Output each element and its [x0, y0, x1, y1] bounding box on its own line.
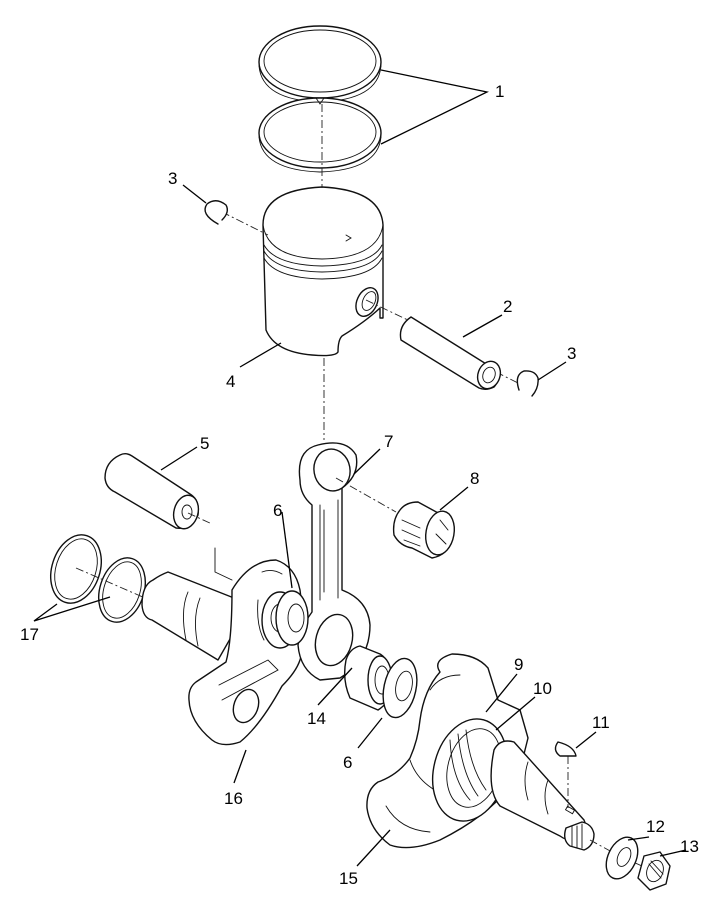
leader-6b — [357, 717, 383, 749]
leader-17 — [33, 596, 111, 622]
crank-half-left — [141, 547, 307, 746]
leader-7 — [353, 448, 381, 475]
callout-13: 13 — [680, 837, 699, 856]
callout-6a: 6 — [273, 501, 282, 520]
callout-16: 16 — [224, 789, 243, 808]
crank-pin — [104, 453, 200, 530]
leader-6a — [281, 511, 293, 589]
piston — [262, 186, 384, 357]
leader-11 — [575, 731, 597, 749]
callout-14: 14 — [307, 709, 326, 728]
leader-lines — [33, 69, 687, 867]
callout-1: 1 — [495, 82, 504, 101]
leader-3a — [182, 184, 207, 204]
woodruff-key — [554, 741, 577, 757]
thrust-washer-left — [275, 590, 309, 646]
axis-crank-pin — [187, 512, 213, 525]
piston-ring-second — [258, 97, 382, 173]
leader-12 — [627, 836, 650, 841]
callout-9: 9 — [514, 655, 523, 674]
nut — [637, 851, 671, 891]
leader-5 — [160, 446, 198, 471]
leader-10 — [495, 696, 536, 731]
callout-17: 17 — [20, 625, 39, 644]
piston-ring-top — [258, 25, 382, 103]
leader-3b — [537, 361, 567, 381]
leader-8 — [439, 486, 469, 511]
leader-14 — [317, 667, 353, 706]
axis-small-end — [335, 477, 397, 513]
washer — [605, 836, 639, 880]
crank-half-right — [366, 653, 595, 851]
callout-5: 5 — [200, 434, 209, 453]
small-end-needle-bearing — [392, 501, 456, 559]
leader-16 — [233, 749, 247, 784]
callout-4: 4 — [226, 372, 235, 391]
leader-13 — [659, 849, 687, 857]
callout-11: 11 — [592, 713, 610, 732]
callout-12: 12 — [646, 817, 665, 836]
callout-labels: 1 2 3 3 4 5 6 6 7 8 9 10 11 12 13 14 15 … — [20, 82, 699, 888]
circlip-left — [204, 200, 229, 225]
callout-15: 15 — [339, 869, 358, 888]
callout-2: 2 — [503, 297, 512, 316]
piston-pin — [399, 316, 502, 390]
connecting-rod — [297, 442, 371, 681]
leader-2 — [462, 314, 503, 338]
leader-4 — [239, 342, 282, 368]
callout-3b: 3 — [567, 344, 576, 363]
axis-shims — [75, 567, 146, 599]
callout-10: 10 — [533, 679, 552, 698]
circlip-right — [516, 370, 539, 397]
leader-15 — [356, 829, 391, 867]
callout-7: 7 — [384, 432, 393, 451]
shim-outer — [50, 534, 102, 604]
callout-3a: 3 — [168, 169, 177, 188]
callout-6b: 6 — [343, 753, 352, 772]
leader-9 — [485, 673, 518, 713]
thrust-washer-right — [382, 657, 418, 719]
callout-8: 8 — [470, 469, 479, 488]
leader-1 — [380, 69, 489, 145]
